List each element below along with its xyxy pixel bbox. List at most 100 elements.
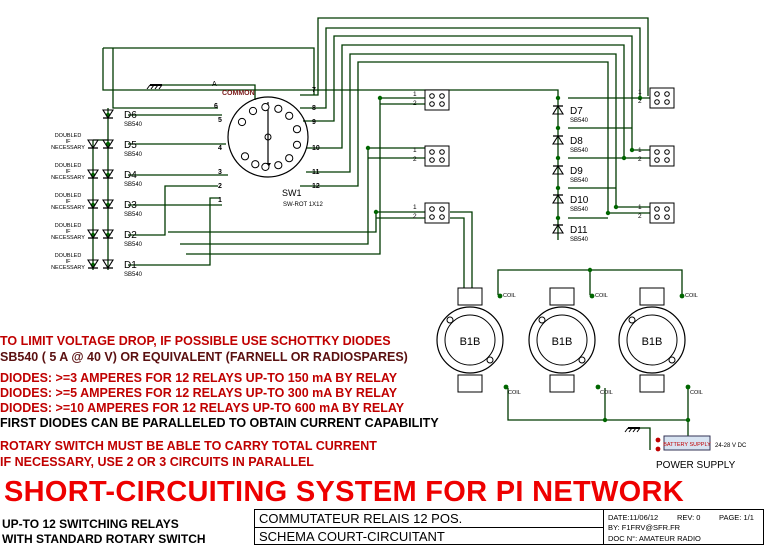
connector-pin-icon [439,214,445,220]
diode-name-left: D6 [124,110,137,121]
switch-position-label: 4 [218,145,222,152]
common-label: COMMON [222,90,255,97]
connector-pin-label: 1 [413,204,417,211]
junction-dot [555,95,561,101]
power-supply-label: POWER SUPPLY [656,460,736,471]
doubled-label-line1: DOUBLED [55,133,82,139]
switch-position-label: 5 [218,117,222,124]
diode-part-right: SB540 [570,148,589,154]
relay-body [528,306,596,374]
diode-part-right: SB540 [570,237,589,243]
switch-type: SW-ROT 1X12 [283,202,323,208]
junction-dot [602,417,608,423]
title-block-date: DATE:11/06/12 [608,513,659,522]
wire-pos7 [300,17,649,96]
connector-block [424,202,450,224]
title-block-page: PAGE: 1/1 [719,513,754,522]
diode-part-left: SB540 [124,272,143,278]
junction-dot [365,145,371,151]
coil-label-top: COIL [685,293,698,299]
diode-name-right: D8 [570,136,583,147]
diode-icon [552,223,564,234]
title-block-author: BY: F1FRV@SFR.FR [608,523,681,532]
connector-pin-icon [429,214,435,220]
note-parallel-circuits: IF NECESSARY, USE 2 OR 3 CIRCUITS IN PAR… [0,455,314,469]
diode-part-left: SB540 [124,212,143,218]
switch-contact [274,161,283,170]
wire-loop-a [168,212,377,233]
connector-pin-label: 1 [413,147,417,154]
junction-dot [373,209,379,215]
switch-position-label: 1 [218,197,222,204]
relay-inner-ring [626,314,678,366]
diode-part-right: SB540 [570,207,589,213]
switch-contact [240,152,250,161]
title-block-rev: REV: 0 [677,513,701,522]
connector-pin-icon [654,206,660,212]
switch-contact [285,154,294,163]
ground-hatch [158,84,163,90]
connector-pin-icon [664,206,670,212]
switch-contact [292,140,302,149]
wire-relay1-feed-b [450,217,465,290]
switch-position-label: 7 [312,87,316,94]
connector-pin-label: 1 [638,89,642,96]
doubled-label-line2: IF [66,229,72,235]
connector-pin-label: 1 [638,147,642,154]
diode-icon [87,199,99,210]
page-title: SHORT-CIRCUITING SYSTEM FOR PI NETWORK [4,476,685,508]
switch-contact [248,106,258,116]
relay-label: B1B [460,336,481,348]
coil-terminal [685,384,691,390]
switch-contact [261,162,270,171]
note-10a: DIODES: >=10 AMPERES FOR 12 RELAYS UP-TO… [0,401,405,415]
wire-pos2 [128,185,218,236]
subtitle-line-1: UP-TO 12 SWITCHING RELAYS [2,517,179,531]
diode-part-left: SB540 [124,122,143,128]
junction-dot [629,147,635,153]
connector-pin-icon [654,91,660,97]
connector-block [649,87,675,109]
note-sb540: SB540 ( 5 A @ 40 V) OR EQUIVALENT (FARNE… [0,350,408,364]
diode-icon [87,259,99,270]
wire-pos8 [300,27,650,109]
title-block-description [255,510,604,544]
ground-icon [624,427,641,433]
connector-pin-label: 1 [638,204,642,211]
junction-dot [613,204,619,210]
switch-name: SW1 [282,188,302,198]
connector-pin-label: 2 [638,156,642,163]
junction-dot [637,95,643,101]
subtitle-line-2: WITH STANDARD ROTARY SWITCH [2,532,206,546]
relay-bottom-flange [549,374,575,393]
connector-block [649,202,675,224]
wires [90,17,691,450]
connector-pin-icon [429,93,435,99]
supply-voltage: 24-28 V DC [715,443,747,449]
connector-pin-icon [429,149,435,155]
switch-contact [285,111,294,120]
junction-dot [377,95,383,101]
wire-coil-top-2 [590,269,683,295]
connector-pin-icon [439,101,445,107]
coil-label-bottom: COIL [690,390,703,396]
connector-pin-icon [439,206,445,212]
diode-part-right: SB540 [570,178,589,184]
switch-position-label: 3 [218,169,222,176]
diode-icon [552,104,564,115]
switch-position-label: 6 [214,103,218,110]
connector-pin-icon [654,214,660,220]
relay-1 [436,287,509,393]
diode-icon [102,259,114,270]
switch-contact [292,125,302,134]
wire-loop-c [186,98,381,255]
connector-pin-label: 2 [413,156,417,163]
diode-icon [552,164,564,175]
wire-loop-b [180,148,369,245]
coil-label-top: COIL [503,293,516,299]
diode-part-right: SB540 [570,118,589,124]
coil-label-bottom: COIL [508,390,521,396]
ground-hatch [150,84,155,90]
coil-terminal [503,384,509,390]
